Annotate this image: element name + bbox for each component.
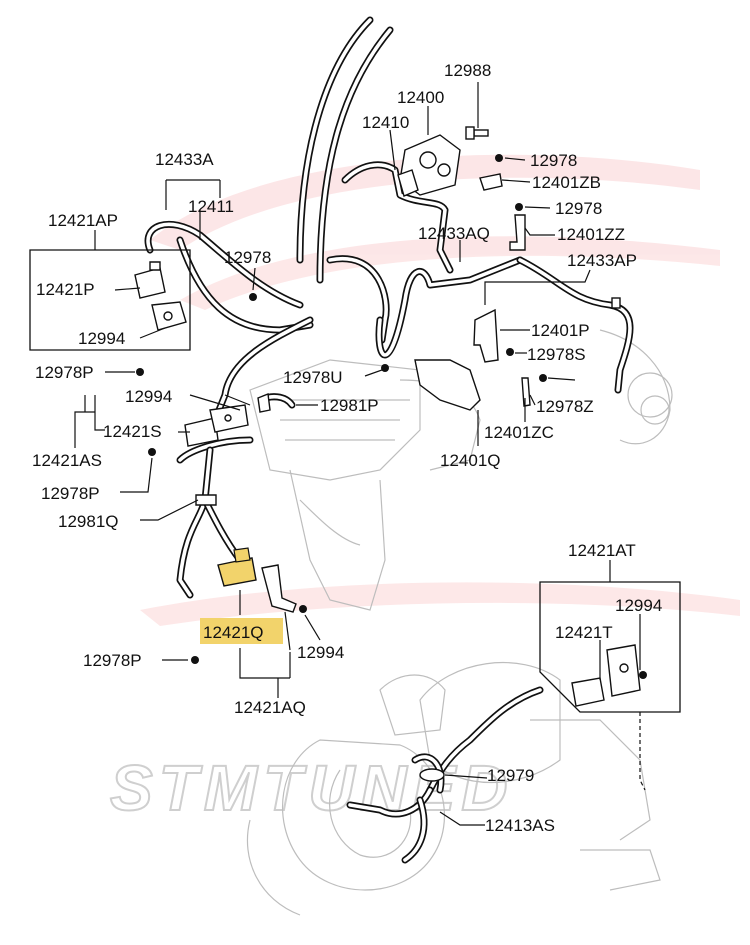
- part-12421T: [571, 644, 641, 707]
- bracket-12401ZC: [521, 377, 531, 407]
- part-12421S: [184, 404, 249, 447]
- leader-lines: [74, 82, 646, 826]
- label-12421AQ: 12421AQ: [234, 698, 306, 717]
- label-12978-b: 12978: [555, 199, 602, 218]
- part-12421P: [134, 261, 187, 331]
- clamp-12981Q: [195, 494, 217, 506]
- label-12421AS: 12421AS: [32, 451, 102, 470]
- label-12978P-c: 12978P: [83, 651, 142, 670]
- part-12988-bolt: [465, 126, 489, 140]
- group-boxes: [29, 249, 681, 713]
- label-12994-d: 12994: [297, 643, 344, 662]
- label-12413AS: 12413AS: [485, 816, 555, 835]
- label-12401Q: 12401Q: [440, 451, 501, 470]
- label-12433AP: 12433AP: [567, 251, 637, 270]
- label-12421AT: 12421AT: [568, 541, 636, 560]
- label-12978S: 12978S: [527, 345, 586, 364]
- label-12421Q: 12421Q: [203, 623, 264, 642]
- label-12979: 12979: [487, 766, 534, 785]
- watermark-graphic: [140, 154, 740, 626]
- label-12978U: 12978U: [283, 368, 343, 387]
- bracket-12401Q: [414, 359, 481, 411]
- label-12400: 12400: [397, 88, 444, 107]
- bracket-12401ZZ: [509, 214, 526, 251]
- label-12988: 12988: [444, 61, 491, 80]
- label-12421S: 12421S: [103, 422, 162, 441]
- label-12978-c: 12978: [224, 248, 271, 267]
- screw-icons: [136, 154, 647, 679]
- label-12433AQ: 12433AQ: [418, 224, 490, 243]
- label-12410: 12410: [362, 113, 409, 132]
- label-12994-b: 12994: [125, 387, 172, 406]
- clamp-12981P: [257, 393, 271, 413]
- label-12401ZZ: 12401ZZ: [557, 225, 625, 244]
- label-12421T: 12421T: [555, 623, 613, 642]
- label-12978P-a: 12978P: [35, 363, 94, 382]
- label-12421AP: 12421AP: [48, 211, 118, 230]
- bracket-12401P: [473, 308, 499, 363]
- highlight-box-12421Q: [200, 618, 283, 644]
- label-12981P: 12981P: [320, 396, 379, 415]
- bracket-12401ZB: [479, 173, 503, 191]
- part-12400: [397, 134, 461, 197]
- label-12401ZB: 12401ZB: [532, 173, 601, 192]
- connector-12433AP: [611, 297, 621, 309]
- parts: [134, 126, 647, 782]
- label-12981Q: 12981Q: [58, 512, 119, 531]
- watermark-text: STMTUNED: [110, 752, 514, 824]
- vacuum-hoses: [144, 16, 634, 864]
- label-12401ZC: 12401ZC: [484, 423, 554, 442]
- clamp-12979: [419, 768, 445, 782]
- label-12978P-b: 12978P: [41, 484, 100, 503]
- label-12994-a: 12994: [78, 329, 125, 348]
- label-12401P: 12401P: [531, 321, 590, 340]
- label-12978Z: 12978Z: [536, 397, 594, 416]
- part-12421Q-highlighted: [217, 547, 297, 613]
- label-12994-c: 12994: [615, 596, 662, 615]
- part-number-labels: 12988 12400 12410 12978 12401ZB 12978 12…: [32, 61, 662, 835]
- label-12411: 12411: [188, 197, 234, 216]
- label-12421P: 12421P: [36, 280, 95, 299]
- label-12978-a: 12978: [530, 151, 577, 170]
- label-12433A: 12433A: [155, 150, 214, 169]
